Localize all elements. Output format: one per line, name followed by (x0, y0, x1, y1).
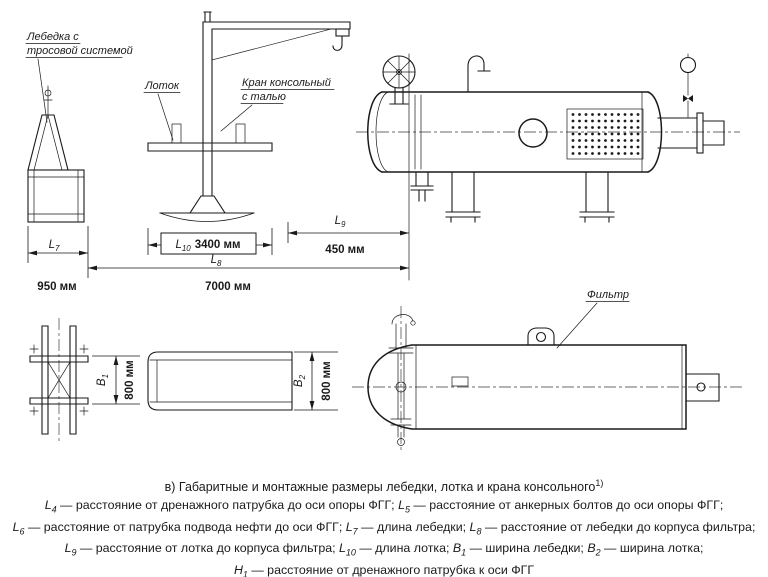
legend-text: — длина лебедки; (357, 519, 470, 534)
dim-B1-label: B1 (96, 374, 110, 386)
legend-text: — расстояние от дренажного патрубка к ос… (247, 562, 535, 577)
dim-L8-value: 7000 мм (205, 281, 251, 293)
legend-text: — расстояние от лотка до корпуса фильтра… (76, 541, 339, 556)
legend-symbol: L9 (64, 541, 77, 558)
dim-B2-value: 800 мм (321, 361, 333, 400)
perforation-dots (571, 113, 640, 155)
dim-L7-value: 950 мм (37, 281, 76, 293)
legend-symbol: L4 (44, 498, 57, 515)
filter-side-view (356, 53, 740, 223)
legend-symbol: B1 (452, 541, 467, 558)
legend-line: H1 — расстояние от дренажного патрубка к… (0, 562, 768, 577)
caption-text: в) Габаритные и монтажные размеры лебедк… (164, 480, 596, 495)
legend-text: — длина лотка; (355, 541, 453, 556)
winch-label-underline (25, 43, 123, 58)
legend-definitions: L4 — расстояние от дренажного патрубка д… (0, 497, 768, 577)
legend-symbol: L5 (398, 498, 410, 515)
callout-labels: Лебедка с тросовой системой Лоток Кран к… (25, 31, 630, 349)
crane-hoist-trolley (335, 28, 350, 37)
legend-text: — расстояние от лебедки до корпуса фильт… (481, 519, 756, 534)
pressure-gauge (679, 53, 697, 119)
dim-L7-label: L7 (49, 239, 60, 253)
crane-label-underline (240, 89, 335, 104)
legend-symbol: L8 (469, 519, 482, 537)
winch-label: Лебедка с (26, 31, 79, 43)
davit-plan (388, 314, 416, 446)
tray-and-console-crane-view (147, 11, 351, 222)
winch-front-view (27, 85, 85, 223)
dim-L8-label: L8 (211, 254, 222, 268)
legend-text: — расстояние от анкерных болтов до оси о… (409, 498, 724, 513)
winch-label-line2: тросовой системой (27, 45, 133, 57)
support-leg-left (445, 171, 481, 223)
dim-B1: B1 800 мм (92, 355, 140, 405)
drain-nozzle (410, 171, 434, 202)
anchor-cross-marks (29, 344, 89, 416)
technical-drawing: Лебедка с тросовой системой Лоток Кран к… (25, 11, 742, 452)
perforated-plate (566, 108, 644, 160)
dim-B2: B2 800 мм (293, 351, 338, 411)
winch-plan-view (29, 318, 89, 442)
legend-text: — ширина лотка; (600, 541, 704, 556)
outlet-nozzle (657, 117, 698, 149)
figure-caption: в) Габаритные и монтажные размеры лебедк… (0, 478, 768, 494)
legend-symbol: B2 (587, 541, 601, 558)
dim-B1-value: 800 мм (124, 360, 136, 399)
manhole (518, 118, 548, 148)
legend-symbol: L10 (338, 541, 356, 558)
crane-label: Кран консольный (242, 77, 331, 89)
legend-text: — расстояние от патрубка подвода нефти д… (24, 519, 346, 534)
filter-plan-view (352, 306, 742, 452)
winch-label-leader (37, 58, 48, 123)
tray-label: Лоток (144, 80, 180, 92)
dim-L9-value: 450 мм (325, 244, 364, 256)
crane-label-leader (220, 104, 253, 132)
filter-outlet-stub (685, 373, 720, 402)
legend-line: L9 — расстояние от лотка до корпуса филь… (0, 540, 768, 561)
legend-symbol: L7 (345, 519, 358, 537)
legend-line: L4 — расстояние от дренажного патрубка д… (0, 497, 768, 518)
legend-text: — расстояние от дренажного патрубка до о… (56, 498, 399, 513)
dim-B2-label: B2 (293, 374, 307, 387)
legend-line: L6 — расстояние от патрубка подвода нефт… (0, 519, 768, 540)
crane-label-line2: с талью (242, 91, 286, 103)
winch-pulley (44, 89, 52, 97)
tray-label-leader (157, 93, 174, 141)
outlet-flange (696, 112, 704, 154)
legend-symbol: H1 (233, 562, 248, 577)
tray-plan-view (147, 351, 293, 411)
tray-plate (147, 142, 273, 152)
crane-hook (332, 35, 343, 51)
support-leg-right (579, 171, 615, 223)
filter-label: Фильтр (587, 289, 629, 301)
filter-label-leader (556, 302, 598, 349)
caption-footnote: 1) (595, 478, 604, 488)
lifting-lug-hole (535, 331, 547, 343)
dim-L10-box (160, 232, 257, 255)
handwheel-valve (382, 55, 416, 105)
crane-jib-brace (211, 28, 332, 61)
crane-mast-base (188, 195, 227, 214)
lifting-lug (527, 327, 555, 346)
legend-symbol: L6 (12, 519, 25, 537)
gooseneck-vent (467, 55, 491, 93)
dim-L9-label: L9 (335, 215, 346, 229)
legend-text: — ширина лебедки; (466, 541, 588, 556)
